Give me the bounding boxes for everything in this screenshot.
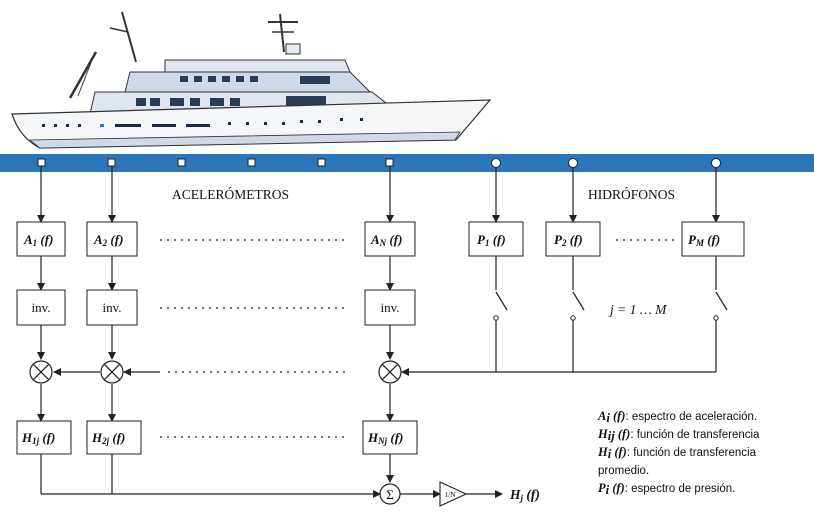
signal-wires (37, 166, 728, 498)
svg-text:inv.: inv. (102, 300, 121, 315)
legend: Ai (f): espectro de aceleración. Hij (f)… (597, 409, 760, 497)
accelerometers-label: ACELERÓMETROS (172, 187, 289, 202)
svg-text:1/N: 1/N (444, 490, 456, 499)
pressure-spectrum-box-2: P2 (f) (545, 221, 601, 257)
multiplier-n (378, 360, 402, 384)
legend-item-avg-transfer: Hi (f): función de transferencia (597, 445, 757, 461)
svg-text:inv.: inv. (380, 300, 399, 315)
inverse-box-2: inv. (86, 289, 138, 326)
summation-node: Σ (379, 483, 401, 505)
accelerometer-marker (37, 158, 46, 167)
multiplier-2 (100, 360, 124, 384)
svg-text:AN (f): AN (f) (370, 232, 402, 248)
svg-text:PM (f): PM (f) (688, 232, 720, 248)
inverse-box-1: inv. (16, 289, 66, 326)
hydrophone-marker (491, 158, 501, 168)
legend-item-avg-continuation: promedio. (598, 465, 649, 477)
svg-text:A2 (f): A2 (f) (93, 232, 123, 248)
accel-spectrum-box-1: A1 (f) (16, 221, 66, 257)
accel-spectrum-box-2: A2 (f) (86, 221, 138, 257)
accelerometer-marker (385, 158, 394, 167)
hydrophone-marker (568, 158, 578, 168)
transfer-function-box-2: H2j (f) (86, 420, 142, 455)
accelerometer-marker (317, 158, 326, 167)
pressure-spectrum-box-1: P1 (f) (468, 221, 524, 257)
multiplier-1 (29, 360, 53, 384)
accelerometer-marker (177, 158, 186, 167)
svg-text:H1j (f): H1j (f) (21, 430, 55, 446)
legend-item-transfer: Hij (f): función de transferencia (597, 427, 760, 443)
svg-text:A1 (f): A1 (f) (23, 232, 53, 248)
svg-text:H2j (f): H2j (f) (91, 430, 125, 446)
inverse-box-n: inv. (364, 289, 416, 326)
svg-text:P2 (f): P2 (f) (554, 232, 583, 248)
sensor-markers (37, 158, 721, 168)
transfer-function-box-n: HNj (f) (362, 420, 418, 455)
transfer-function-box-1: H1j (f) (16, 420, 72, 455)
accelerometer-marker (107, 158, 116, 167)
legend-item-accel: Ai (f): espectro de aceleración. (597, 409, 757, 425)
sea-band (0, 154, 814, 172)
hydrophones-label: HIDRÓFONOS (588, 187, 675, 202)
hydrophone-marker (711, 158, 721, 168)
output-transfer-function: Hj (f) (509, 487, 540, 503)
svg-text:HNj (f): HNj (f) (367, 430, 403, 446)
average-gain-amplifier: 1/N (439, 481, 468, 507)
legend-item-pressure: Pi (f): espectro de presión. (598, 481, 735, 497)
accel-spectrum-box-n: AN (f) (364, 221, 416, 257)
svg-text:P1 (f): P1 (f) (477, 232, 506, 248)
svg-text:Σ: Σ (386, 487, 394, 502)
switch-index-label: j = 1 … M (608, 302, 667, 317)
ship-illustration (11, 11, 492, 149)
svg-text:inv.: inv. (31, 300, 50, 315)
pressure-spectrum-box-m: PM (f) (681, 221, 745, 257)
accelerometer-marker (247, 158, 256, 167)
